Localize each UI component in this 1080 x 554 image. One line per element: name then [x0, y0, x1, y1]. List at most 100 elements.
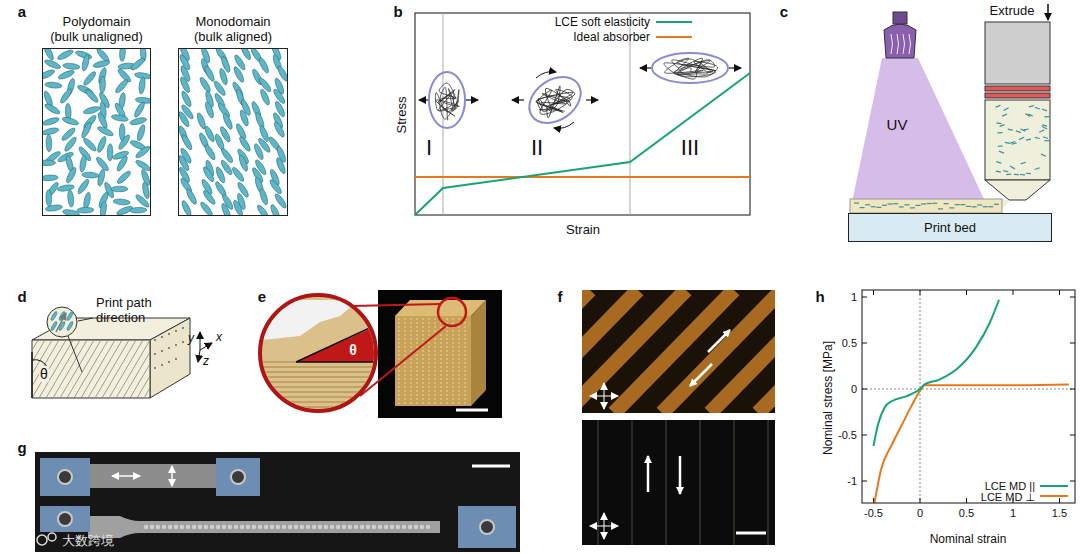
mesogen: [258, 188, 269, 206]
illustration-shape: [419, 99, 428, 100]
illustration-shape: [58, 512, 72, 526]
illustration-shape: [172, 340, 206, 398]
mesogen: [57, 48, 75, 61]
illustration-shape: [288, 525, 292, 529]
illustration-shape: [1041, 154, 1046, 156]
illustration-shape: [949, 207, 954, 208]
mesogen: [93, 59, 111, 68]
tick-label: 0.5: [842, 337, 857, 350]
illustration-shape: [1028, 114, 1033, 116]
illustration-shape: [1004, 108, 1009, 111]
mesogen: [134, 145, 151, 160]
mesogen: [113, 198, 130, 205]
illustration-shape: [56, 313, 66, 332]
mesogen: [42, 68, 56, 80]
tick-label: 1: [851, 291, 857, 304]
mesogen: [77, 207, 94, 213]
illustration-shape: [652, 53, 728, 83]
illustration-shape: [996, 162, 1001, 164]
illustration-shape: [415, 176, 750, 178]
illustration-shape: [452, 318, 453, 404]
illustration-shape: [1029, 106, 1034, 107]
illustration-shape: [429, 72, 465, 128]
illustration-shape: [156, 525, 160, 529]
mesogen: [259, 88, 271, 106]
illustration-shape: [222, 525, 226, 529]
illustration-shape: [260, 401, 378, 403]
illustration-shape: [733, 420, 735, 545]
illustration-shape: [415, 13, 750, 215]
mesogen: [268, 178, 283, 195]
illustration-shape: [458, 506, 516, 548]
illustration-shape: [414, 525, 418, 529]
illustration-shape: [428, 318, 429, 404]
angle-label: θ: [349, 342, 357, 358]
illustration-shape: [854, 202, 859, 203]
illustration-shape: [260, 381, 378, 383]
illustration-shape: [1014, 174, 1019, 176]
illustration-shape: [116, 340, 150, 398]
mesogen: [179, 76, 191, 94]
box-heading: Monodomain (bulk aligned): [168, 14, 298, 45]
mesogen: [83, 105, 101, 115]
legend-sample: [1040, 495, 1068, 497]
illustration-shape: [260, 300, 380, 407]
mesogen: [257, 56, 270, 74]
illustration-shape: [260, 386, 378, 388]
illustration-shape: [48, 533, 56, 541]
illustration-shape: [426, 525, 430, 529]
illustration-shape: [996, 122, 1001, 124]
illustration-shape: [294, 525, 298, 529]
illustration-shape: [161, 336, 163, 338]
mesogen: [82, 172, 99, 179]
tick-label: 0: [917, 507, 923, 520]
mesogen: [42, 160, 56, 166]
angle-label: θ: [39, 366, 49, 382]
tick-label: 0.5: [959, 507, 974, 520]
mesogen: [81, 54, 90, 72]
mesogen: [97, 112, 109, 130]
illustration-shape: [862, 389, 867, 390]
illustration-shape: [246, 525, 250, 529]
illustration-shape: [873, 290, 874, 295]
illustration-shape: [168, 525, 172, 529]
illustration-shape: [415, 73, 750, 215]
axis-label: Nominal stress [MPa]: [822, 341, 836, 455]
polarized-micrographs: [470, 290, 926, 545]
illustration-shape: [1070, 343, 1075, 344]
illustration-shape: [995, 105, 1000, 107]
illustration-shape: [216, 525, 220, 529]
illustration-shape: [710, 290, 775, 413]
illustration-shape: [144, 340, 178, 398]
illustration-shape: [736, 532, 766, 535]
illustration-shape: [300, 525, 304, 529]
illustration-shape: [204, 525, 208, 529]
illustration-shape: [228, 525, 232, 529]
illustration-shape: [998, 146, 1003, 147]
illustration-shape: [354, 525, 358, 529]
illustration-shape: [458, 318, 459, 404]
illustration-shape: [466, 99, 478, 100]
illustration-shape: [58, 470, 72, 484]
illustration-shape: [221, 340, 255, 398]
tick-label: -1: [847, 475, 857, 488]
illustration-shape: [664, 58, 718, 79]
illustration-shape: [456, 409, 488, 412]
illustration-shape: [40, 458, 90, 496]
illustration-shape: [372, 525, 376, 529]
illustration-shape: [39, 340, 73, 398]
illustration-shape: [1035, 168, 1040, 170]
mesogen: [67, 190, 74, 207]
box-heading: Polydomain (bulk unaligned): [32, 14, 162, 45]
mesogen: [111, 114, 129, 123]
mesogen: [199, 201, 214, 216]
mesogen: [231, 166, 246, 183]
illustration-shape: [966, 206, 971, 207]
illustration-shape: [862, 481, 867, 482]
illustration-shape: [850, 199, 1002, 213]
polymer-network: [429, 72, 465, 128]
illustration-shape: [210, 525, 214, 529]
illustration-shape: [306, 525, 310, 529]
illustration-shape: [366, 525, 370, 529]
mesogen: [42, 175, 58, 182]
